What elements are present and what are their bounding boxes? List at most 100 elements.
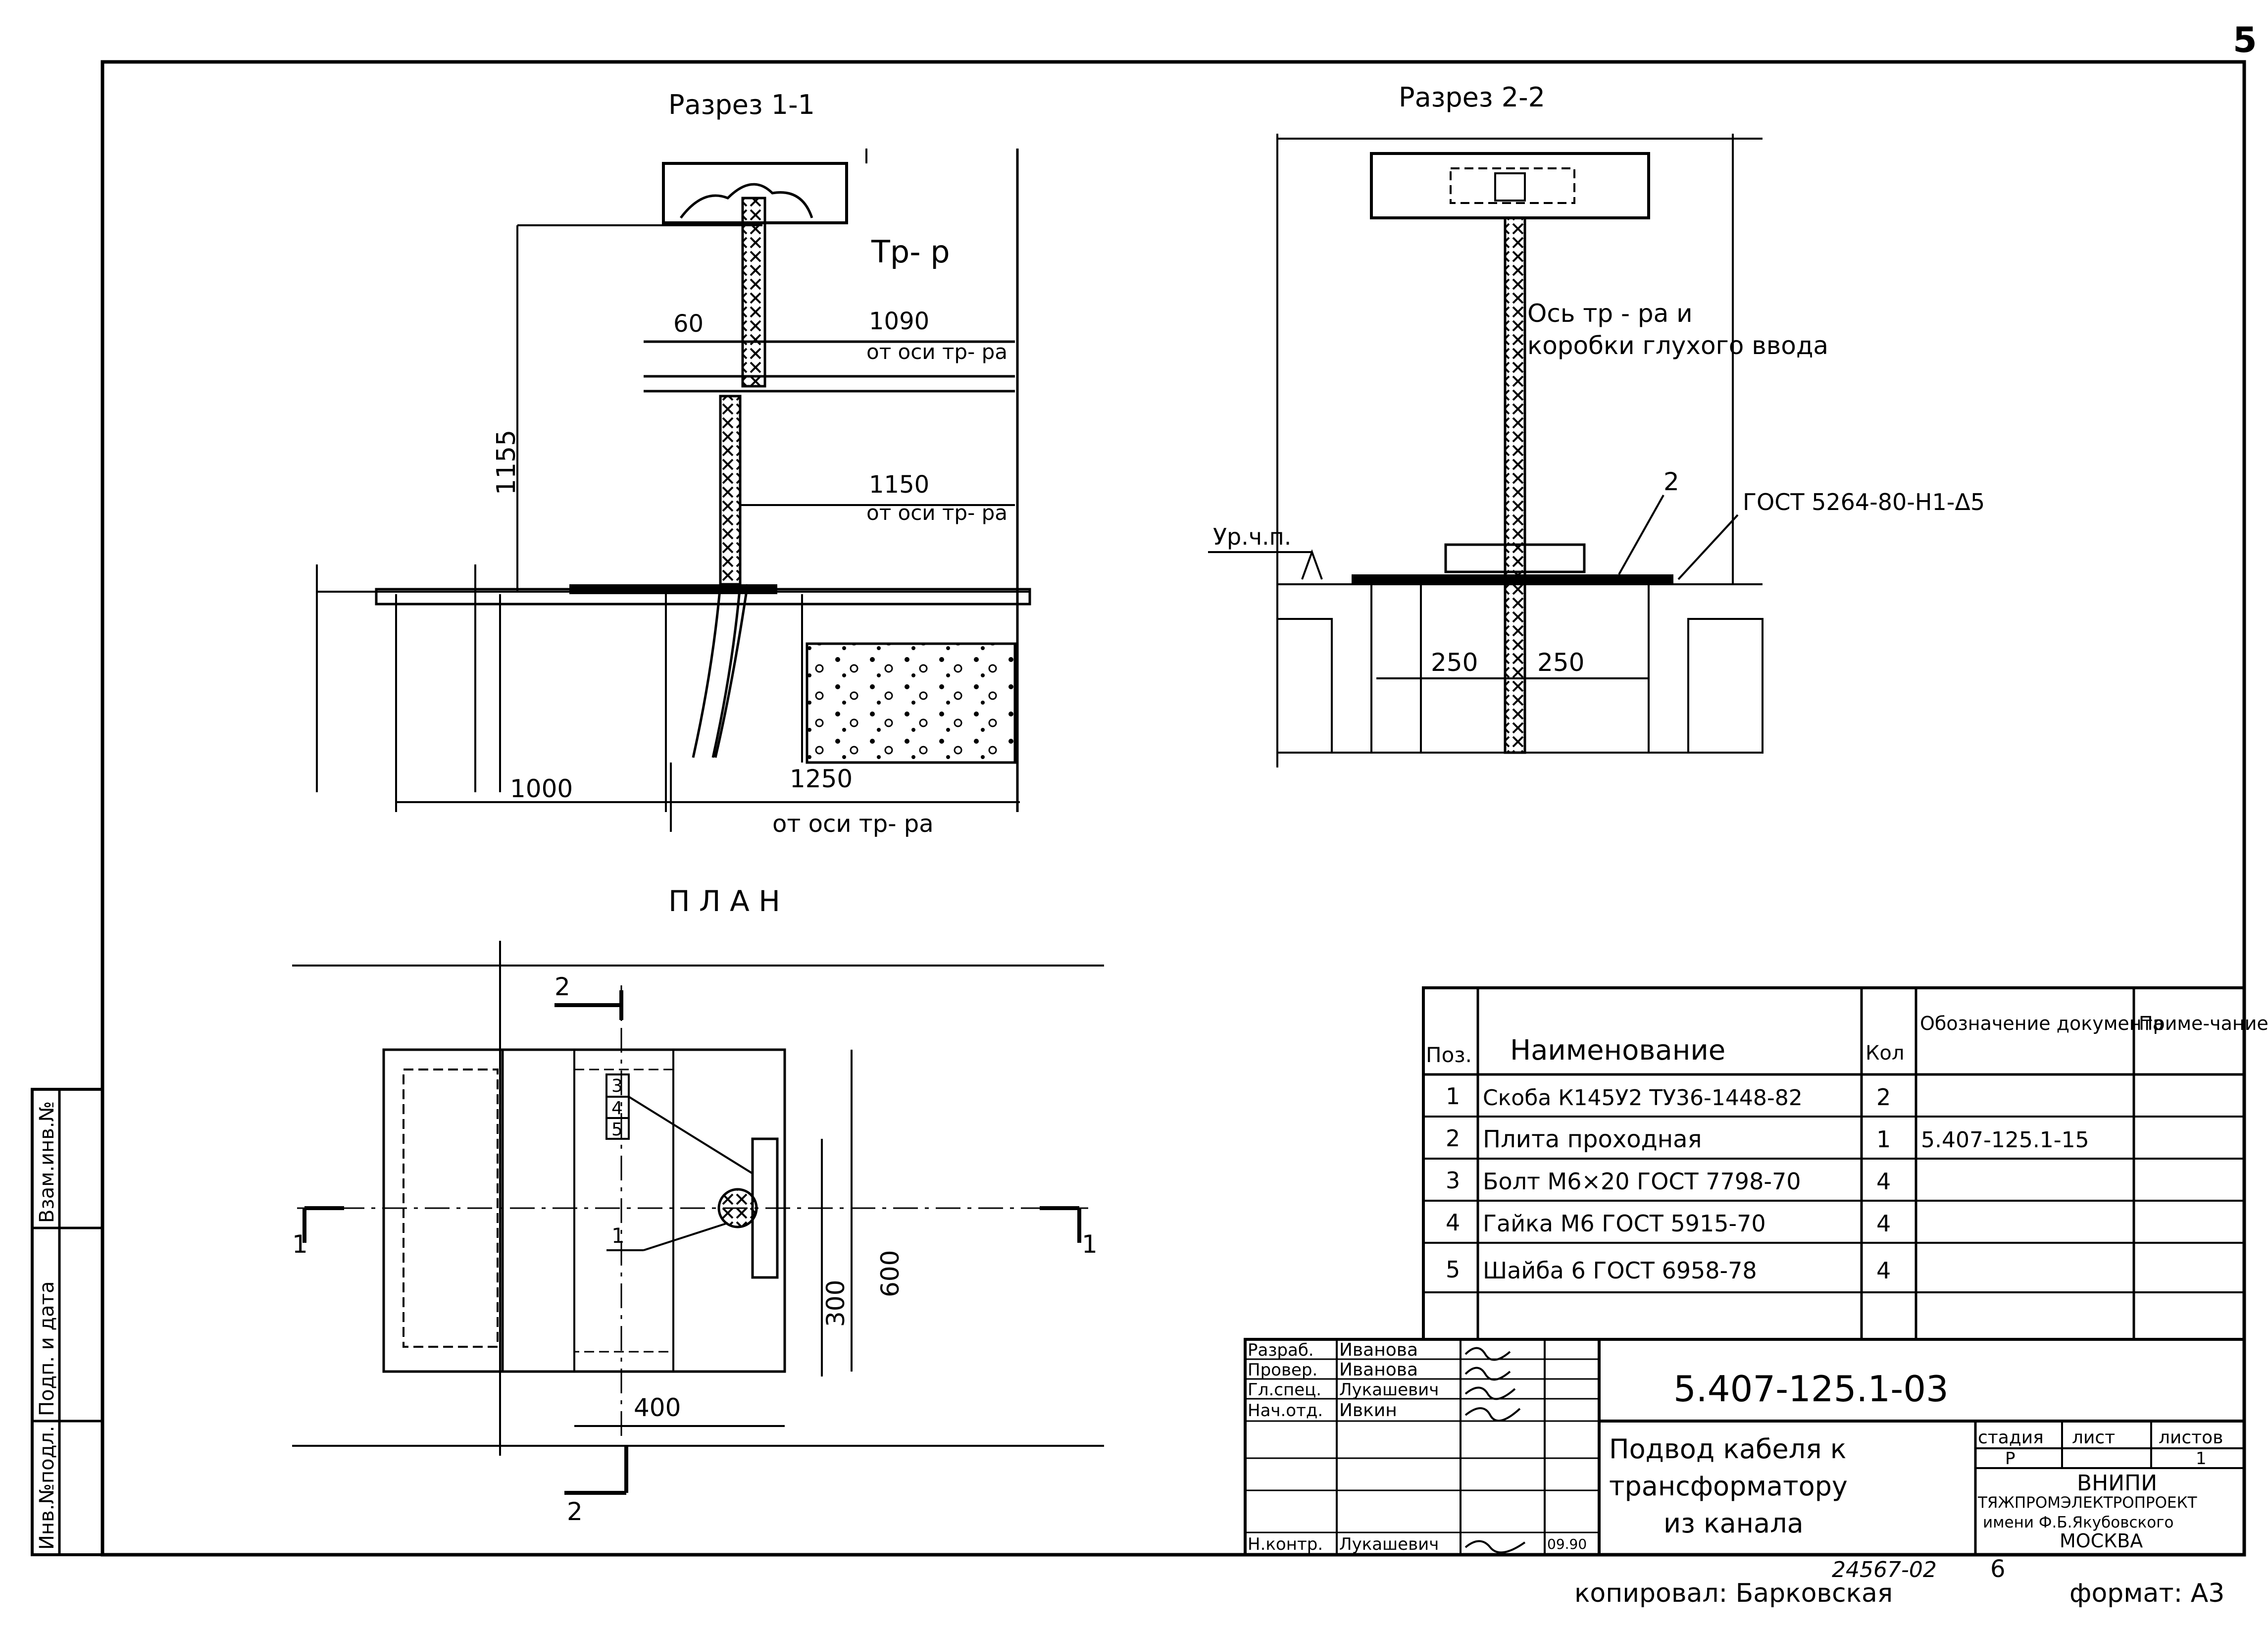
header-pos: Поз. <box>1426 1043 1472 1067</box>
gost-note: ГОСТ 5264-80-Н1-Δ5 <box>1743 489 1985 515</box>
header-note: Приме-чание <box>2139 1013 2268 1034</box>
org-line-1: ВНИПИ <box>2077 1471 2157 1496</box>
name-razrab: Иванова <box>1339 1340 1418 1360</box>
callout-5: 5 <box>611 1120 623 1140</box>
from-axis-c: от оси тр- ра <box>772 810 934 838</box>
header-doc: Обозначение документа <box>1920 1013 2164 1034</box>
signature-2 <box>1464 1367 1511 1381</box>
dim-300: 300 <box>821 1280 850 1327</box>
svg-text:4: 4 <box>1876 1210 1891 1237</box>
dim-1150: 1150 <box>869 471 929 499</box>
name-glspec: Лукашевич <box>1339 1380 1439 1400</box>
table-row: 4 Гайка М6 ГОСТ 5915-70 4 <box>1446 1209 1891 1237</box>
doc-code: 5.407-125.1-03 <box>1673 1368 1949 1410</box>
role-razrab: Разраб. <box>1248 1340 1314 1360</box>
signature-1 <box>1464 1347 1511 1361</box>
sign-date: 09.90 <box>1547 1536 1587 1552</box>
page-number: 6 <box>1990 1555 2006 1583</box>
stamp-inv-podl: Инв.№подл. <box>36 1426 58 1550</box>
footer: копировал: Барковская 24567-02 6 формат:… <box>1574 1555 2224 1608</box>
dim-1155: 1155 <box>492 430 521 495</box>
signature-4 <box>1464 1407 1521 1422</box>
svg-text:4: 4 <box>1446 1209 1460 1236</box>
svg-text:5: 5 <box>1446 1256 1460 1283</box>
table-row: 5 Шайба 6 ГОСТ 6958-78 4 <box>1446 1256 1891 1284</box>
dim-250-left: 250 <box>1431 648 1478 677</box>
svg-text:1: 1 <box>1876 1126 1891 1153</box>
from-axis-a: от оси тр- ра <box>866 340 1008 364</box>
dim-1090: 1090 <box>869 307 929 335</box>
org-line-3: имени Ф.Б.Якубовского <box>1983 1514 2174 1531</box>
sheet-label: лист <box>2072 1427 2115 1448</box>
role-prover: Провер. <box>1248 1360 1317 1380</box>
dim-250-right: 250 <box>1537 648 1584 677</box>
svg-text:4: 4 <box>1876 1257 1891 1284</box>
section-2-2: Разрез 2-2 Ось тр - ра и коробки глухого… <box>1208 82 1985 767</box>
svg-text:1: 1 <box>1446 1083 1460 1110</box>
table-row: 2 Плита проходная 1 5.407-125.1-15 <box>1446 1125 2089 1153</box>
section-1-1: Разрез 1-1 Тр- р 60 1090 от оси тр- ра 1… <box>316 89 1031 838</box>
header-name: Наименование <box>1510 1034 1725 1067</box>
stage-value: Р <box>2005 1449 2016 1469</box>
cut-right: 1 <box>1082 1230 1098 1259</box>
sheets-label: листов <box>2159 1427 2223 1448</box>
role-glspec: Гл.спец. <box>1248 1380 1321 1400</box>
dim-400: 400 <box>634 1393 681 1422</box>
svg-text:Скоба К145У2 ТУ36-1448-82: Скоба К145У2 ТУ36-1448-82 <box>1483 1085 1803 1111</box>
title-line-1: Подвод кабеля к <box>1609 1433 1846 1465</box>
svg-text:Плита проходная: Плита проходная <box>1483 1125 1702 1153</box>
spec-table: Поз. Наименование Кол Обозначение докуме… <box>1422 986 2268 1341</box>
svg-text:5.407-125.1-15: 5.407-125.1-15 <box>1921 1127 2089 1153</box>
signature-3 <box>1464 1386 1516 1400</box>
callout-4: 4 <box>611 1098 623 1119</box>
dim-1000: 1000 <box>510 774 573 803</box>
callout-3: 3 <box>611 1076 623 1096</box>
dim-60: 60 <box>673 310 704 338</box>
role-nkontr: Н.контр. <box>1248 1534 1323 1554</box>
title-line-3: из канала <box>1663 1508 1804 1539</box>
title-line-2: трансформатору <box>1609 1471 1848 1502</box>
left-stamp: Инв.№подл. Подп. и дата Взам.инв.№ <box>31 1088 104 1556</box>
table-row: 3 Болт М6×20 ГОСТ 7798-70 4 <box>1446 1167 1891 1195</box>
role-nachotd: Нач.отд. <box>1248 1401 1323 1421</box>
transformer-label: Тр- р <box>871 234 950 270</box>
svg-text:Шайба 6 ГОСТ 6958-78: Шайба 6 ГОСТ 6958-78 <box>1483 1257 1757 1284</box>
floor-level: Ур.ч.п. <box>1213 523 1291 550</box>
copied-by: копировал: Барковская <box>1574 1579 1893 1608</box>
dim-1250: 1250 <box>790 764 853 793</box>
org-line-2: ТЯЖПРОМЭЛЕКТРОПРОЕКТ <box>1977 1494 2198 1512</box>
stamp-podp-data: Подп. и дата <box>36 1281 58 1416</box>
name-prover: Иванова <box>1339 1360 1418 1380</box>
table-row: 1 Скоба К145У2 ТУ36-1448-82 2 <box>1446 1083 1891 1111</box>
stage-label: стадия <box>1978 1427 2044 1448</box>
svg-text:3: 3 <box>1446 1167 1460 1194</box>
name-nachotd: Ивкин <box>1339 1400 1397 1421</box>
axis-note-1: Ось тр - ра и <box>1527 299 1693 328</box>
signature-5 <box>1464 1540 1526 1554</box>
svg-text:2: 2 <box>1446 1125 1460 1152</box>
svg-text:4: 4 <box>1876 1168 1891 1195</box>
dim-600: 600 <box>876 1250 905 1297</box>
cut-top: 2 <box>554 972 570 1001</box>
title-block: Разраб. Иванова Провер. Иванова Гл.спец.… <box>1244 1338 2246 1556</box>
svg-text:Болт М6×20 ГОСТ 7798-70: Болт М6×20 ГОСТ 7798-70 <box>1483 1168 1801 1195</box>
sheet-frame <box>101 60 2246 1557</box>
org-line-4: МОСКВА <box>2060 1530 2143 1552</box>
svg-text:Гайка М6 ГОСТ 5915-70: Гайка М6 ГОСТ 5915-70 <box>1483 1210 1766 1237</box>
plan-title: П Л А Н <box>668 884 780 918</box>
section-1-title: Разрез 1-1 <box>668 89 815 120</box>
format-label: формат: А3 <box>2069 1579 2224 1608</box>
cut-bottom: 2 <box>567 1497 583 1526</box>
sheet-number: 5 <box>2233 20 2257 60</box>
inventory-number: 24567-02 <box>1832 1557 1937 1582</box>
plan-view: П Л А Н 3 4 5 1 2 2 1 1 <box>292 884 1104 1526</box>
stamp-vzam-inv: Взам.инв.№ <box>36 1101 58 1223</box>
callout-2: 2 <box>1663 467 1679 496</box>
axis-note-2: коробки глухого ввода <box>1527 331 1828 360</box>
section-2-title: Разрез 2-2 <box>1399 82 1545 113</box>
name-nkontr: Лукашевич <box>1339 1534 1439 1554</box>
callout-1: 1 <box>611 1223 625 1248</box>
header-qty: Кол <box>1865 1042 1904 1065</box>
svg-text:2: 2 <box>1876 1084 1891 1111</box>
